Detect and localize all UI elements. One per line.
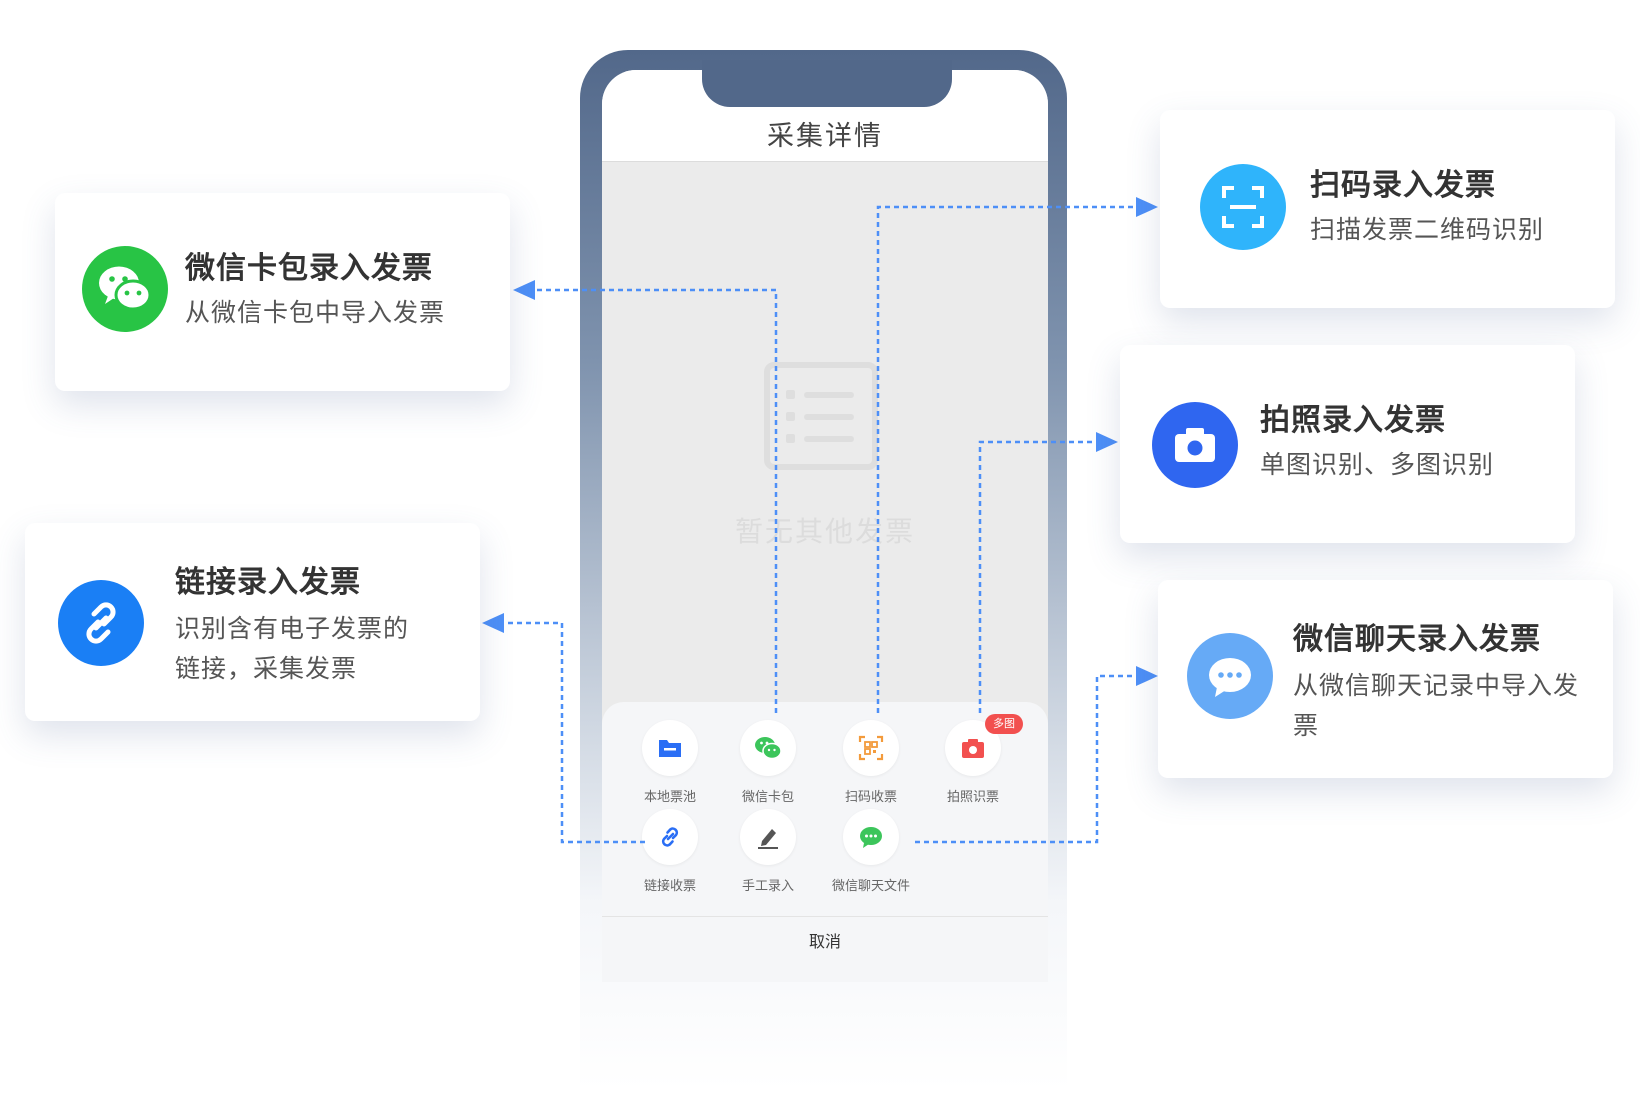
arrow-right-photo: [1096, 432, 1118, 452]
option-manual-entry[interactable]: 手工录入: [717, 809, 819, 894]
arrow-right-wechat-chat: [1136, 666, 1158, 686]
card-desc: 从微信卡包中导入发票: [185, 298, 446, 327]
card-wechat-chat: 微信聊天录入发票 从微信聊天记录中导入发票: [1158, 580, 1613, 778]
card-desc: 单图识别、多图识别: [1260, 450, 1495, 479]
camera-icon: [1175, 428, 1215, 462]
option-label: 手工录入: [741, 879, 794, 894]
connector-wechat-chat: [915, 674, 1138, 844]
qrcode-icon: [858, 735, 884, 761]
phone-screen: 采集详情 暂无其他发票 本地票池: [602, 70, 1048, 982]
option-local-pool[interactable]: 本地票池: [619, 720, 721, 805]
card-title: 链接录入发票: [175, 565, 361, 600]
link-icon: [661, 827, 679, 847]
arrow-right-scan: [1136, 197, 1158, 217]
connector-link: [500, 621, 645, 844]
chat-icon: [860, 827, 882, 848]
card-title: 扫码录入发票: [1310, 168, 1496, 203]
option-scan-qrcode[interactable]: 扫码收票: [820, 720, 922, 805]
arrow-left-wechat-wallet: [513, 280, 535, 300]
scan-icon: [1222, 186, 1264, 228]
card-title: 微信聊天录入发票: [1293, 622, 1541, 657]
link-icon: [86, 602, 116, 644]
option-label: 微信卡包: [741, 790, 794, 805]
card-wechat-wallet: 微信卡包录入发票 从微信卡包中导入发票: [55, 193, 510, 391]
card-title: 微信卡包录入发票: [185, 251, 433, 286]
card-icon-circle: [58, 580, 144, 666]
option-label: 链接收票: [643, 879, 696, 894]
option-label: 微信聊天文件: [831, 879, 910, 894]
card-desc: 扫描发票二维码识别: [1310, 215, 1545, 244]
connector-wechat-wallet: [530, 288, 778, 713]
wechat-icon: [755, 737, 782, 760]
card-icon-circle: [82, 246, 168, 332]
arrow-left-link: [482, 613, 504, 633]
card-icon-circle: [1152, 402, 1238, 488]
folder-icon: [659, 740, 681, 757]
card-icon-circle: [1200, 164, 1286, 250]
connector-scan: [876, 205, 1138, 713]
card-desc: 识别含有电子发票的链接，采集发票: [175, 614, 410, 683]
card-title: 拍照录入发票: [1260, 403, 1446, 438]
card-desc: 从微信聊天记录中导入发票: [1293, 671, 1580, 740]
pen-icon: [758, 829, 778, 849]
empty-text: 暂无其他发票: [734, 515, 915, 548]
sheet-divider: [602, 916, 1048, 917]
option-link[interactable]: 链接收票: [619, 809, 721, 894]
wechat-icon: [99, 266, 152, 311]
screen-header: 采集详情: [602, 70, 1048, 162]
option-label: 本地票池: [643, 790, 696, 805]
cancel-button[interactable]: 取消: [808, 932, 841, 951]
empty-list-icon: [764, 362, 878, 470]
card-scan: 扫码录入发票 扫描发票二维码识别: [1160, 110, 1615, 308]
card-icon-circle: [1187, 633, 1273, 719]
screen-title: 采集详情: [767, 121, 883, 152]
phone-notch: [702, 60, 952, 107]
camera-icon: [962, 739, 984, 758]
card-link: 链接录入发票 识别含有电子发票的链接，采集发票: [25, 523, 480, 721]
multi-image-badge: 多图: [985, 714, 1023, 734]
option-label: 拍照识票: [946, 790, 999, 805]
connector-photo: [978, 440, 1098, 713]
option-label: 扫码收票: [844, 790, 897, 805]
card-photo: 拍照录入发票 单图识别、多图识别: [1120, 345, 1575, 543]
chat-icon: [1209, 658, 1251, 697]
option-wechat-wallet[interactable]: 微信卡包: [717, 720, 819, 805]
option-wechat-chat-file[interactable]: 微信聊天文件: [820, 809, 922, 894]
